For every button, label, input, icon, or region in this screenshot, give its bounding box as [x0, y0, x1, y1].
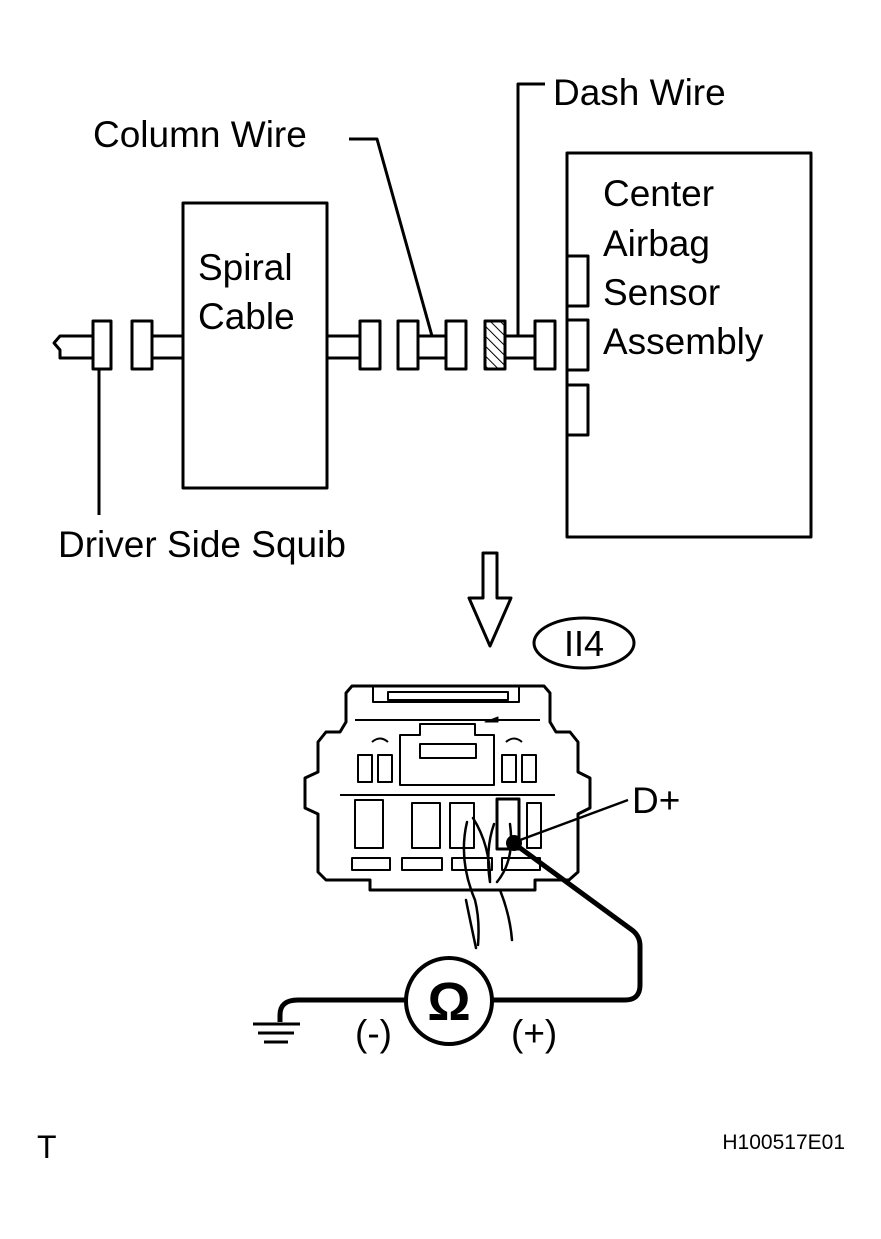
- dash-wire-leader: [516, 82, 545, 336]
- down-arrow-icon: [467, 551, 513, 648]
- terminal-leader-line: [511, 798, 629, 845]
- negative-lead: [277, 997, 405, 1022]
- column-wire-connector-right: [444, 319, 468, 371]
- driver-side-squib-label: Driver Side Squib: [58, 524, 346, 565]
- column-wire-connector-left: [396, 319, 420, 371]
- squib-tip: [52, 334, 95, 360]
- squib-connector: [91, 319, 113, 371]
- dash-wire-connector-hatched: [483, 319, 507, 371]
- spiral-output-connector: [358, 319, 382, 371]
- corner-mark: T: [37, 1129, 57, 1165]
- connector-face: [303, 684, 592, 892]
- spiral-cable-box: [181, 201, 329, 490]
- positive-label: (+): [511, 1013, 557, 1054]
- column-wire-leader: [349, 137, 434, 337]
- ohmmeter-icon: [404, 956, 494, 1046]
- spiral-cable-label-2: Cable: [198, 296, 295, 337]
- center-sensor-label-1: Center: [603, 173, 714, 214]
- sensor-port-1: [565, 254, 590, 308]
- spiral-input-connector: [130, 319, 154, 371]
- top-wiring-schematic: [52, 82, 813, 539]
- dash-wire-connector-right: [533, 319, 557, 371]
- connector-code-label: II4: [564, 623, 604, 664]
- wire-harness: [462, 816, 514, 950]
- center-sensor-label-2: Airbag: [603, 223, 710, 264]
- sensor-port-2: [565, 318, 590, 372]
- connector-outline: [303, 684, 592, 892]
- ground-icon: [253, 1022, 300, 1044]
- spiral-cable-label-1: Spiral: [198, 247, 293, 288]
- figure-id: H100517E01: [722, 1131, 845, 1154]
- center-sensor-label-4: Assembly: [603, 321, 764, 362]
- center-sensor-label-3: Sensor: [603, 272, 720, 313]
- positive-lead: [493, 842, 643, 1003]
- negative-label: (-): [355, 1013, 392, 1054]
- dash-wire-label: Dash Wire: [553, 72, 726, 113]
- terminal-label: D+: [632, 780, 680, 821]
- sensor-port-3: [565, 383, 590, 437]
- ohm-symbol: Ω: [427, 972, 470, 1032]
- connector-code-ellipse: [532, 616, 636, 670]
- column-wire-label: Column Wire: [93, 114, 307, 155]
